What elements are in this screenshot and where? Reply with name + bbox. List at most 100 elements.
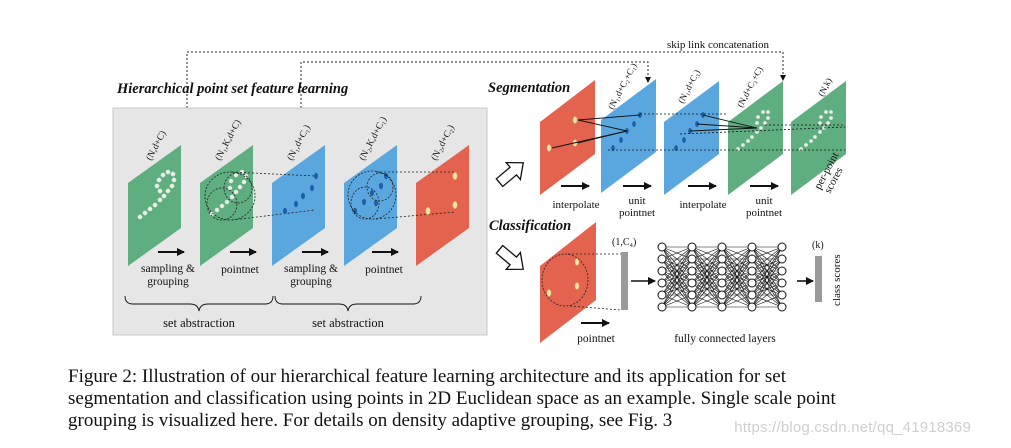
- fc-neuron: [777, 290, 787, 300]
- seg-layer-0-plane: [601, 79, 656, 193]
- hier-op-3-line1: pointnet: [365, 264, 403, 276]
- seg-layer-points-green: [736, 109, 834, 151]
- fc-neuron: [687, 290, 697, 300]
- fc-connection: [691, 294, 723, 308]
- branch-arrow-classification: [495, 244, 525, 271]
- fc-neuron: [717, 242, 727, 252]
- cls-pointnet-label: pointnet: [577, 333, 615, 345]
- fc-connection: [691, 246, 723, 296]
- fc-neuron: [687, 266, 697, 276]
- fc-connection: [721, 258, 753, 308]
- seg-layer-3-plane: [791, 81, 846, 195]
- seg-op-1-line2: pointnet: [619, 207, 655, 219]
- figure-caption: Figure 2: Illustration of our hierarchic…: [68, 366, 908, 432]
- fc-neuron: [747, 302, 757, 312]
- fc-connection: [721, 294, 753, 308]
- fc-neuron: [687, 302, 697, 312]
- fc-neuron: [777, 242, 787, 252]
- fc-neuron: [657, 302, 667, 312]
- layer-3-grouping-balls: [347, 170, 397, 220]
- segmentation-title: Segmentation: [488, 80, 570, 96]
- caption-line-1: Figure 2: Illustration of our hierarchic…: [68, 366, 787, 387]
- fc-neuron: [717, 278, 727, 288]
- fc-connection: [691, 246, 723, 272]
- fc-neuron: [777, 278, 787, 288]
- fc-connection: [751, 246, 783, 272]
- hier-op-2-line2: grouping: [290, 276, 332, 288]
- fc-connection: [691, 246, 723, 284]
- seg-layer-2-plane: [728, 81, 783, 195]
- fc-connection: [661, 270, 693, 308]
- fc-connection: [661, 246, 693, 284]
- seg-op-3-line2: pointnet: [746, 207, 782, 219]
- seg-op-3: unit pointnet: [746, 182, 782, 219]
- cls-k-label: (k): [812, 240, 824, 251]
- seg-op-1-line1: unit: [628, 195, 645, 207]
- fc-neuron: [747, 242, 757, 252]
- fc-connection: [661, 258, 693, 308]
- fc-neuron: [657, 266, 667, 276]
- fc-connection: [661, 282, 693, 308]
- fc-connection: [751, 246, 783, 260]
- fc-connection: [751, 270, 783, 308]
- cls-input-plane: [540, 222, 596, 343]
- fc-neuron: [777, 266, 787, 276]
- fc-neuron: [777, 254, 787, 264]
- fc-connection: [661, 246, 693, 272]
- fc-connection: [751, 294, 783, 308]
- fc-layers-label: fully connected layers: [674, 333, 776, 345]
- fc-neuron: [687, 278, 697, 288]
- projection-lines-2: [375, 171, 456, 220]
- fc-connection: [751, 258, 783, 308]
- fc-connection: [751, 246, 783, 284]
- fc-neuron: [657, 242, 667, 252]
- layer-0-points: [137, 169, 177, 220]
- fc-connection: [721, 246, 753, 272]
- fc-connection: [661, 246, 693, 260]
- fully-connected-network: [657, 242, 787, 312]
- seg-interpolation-lines: [551, 114, 758, 149]
- branch-arrow-segmentation: [495, 161, 525, 188]
- seg-op-0-line1: interpolate: [552, 199, 599, 211]
- fc-neuron: [717, 290, 727, 300]
- fc-connection: [721, 282, 753, 308]
- fc-connection: [751, 246, 783, 308]
- skip-link-connectors: [186, 51, 786, 108]
- seg-op-2-line1: interpolate: [679, 199, 726, 211]
- seg-layer-2: (N,d+C₃+C): [728, 65, 783, 195]
- fc-connection: [721, 270, 753, 308]
- fc-connection: [721, 246, 753, 308]
- fc-neuron: [657, 278, 667, 288]
- layer-2-points: [283, 172, 318, 215]
- caption-line-2: segmentation and classification using po…: [68, 388, 836, 409]
- hier-op-2: sampling & grouping: [284, 248, 338, 288]
- fc-neuron: [717, 254, 727, 264]
- fc-neuron: [777, 302, 787, 312]
- hier-op-1-line1: pointnet: [221, 264, 259, 276]
- cls-global-ball: [541, 253, 589, 307]
- fc-connection: [691, 258, 723, 308]
- layer-4-points: [425, 172, 458, 215]
- set-abstraction-brace-1: set abstraction: [274, 295, 422, 330]
- hier-layer-3-plane: [344, 145, 397, 266]
- fc-neuron: [747, 290, 757, 300]
- class-scores-label: class scores: [831, 254, 843, 306]
- fc-connection: [691, 246, 723, 260]
- watermark: https://blog.csdn.net/qq_41918369: [734, 419, 971, 436]
- seg-skip-dotted-lines: [608, 113, 846, 151]
- seg-op-3-line1: unit: [755, 195, 772, 207]
- cls-input-layer: [540, 222, 596, 343]
- fc-neuron: [747, 278, 757, 288]
- hier-layer-2-plane: [272, 145, 325, 266]
- fc-neuron: [747, 254, 757, 264]
- seg-layer-1-plane: [664, 81, 719, 195]
- caption-line-3: grouping is visualized here. For details…: [68, 410, 673, 431]
- fc-neuron: [687, 242, 697, 252]
- fc-neuron: [717, 302, 727, 312]
- seg-op-0: interpolate: [552, 182, 600, 211]
- seg-op-2: interpolate: [679, 182, 727, 211]
- fc-connection: [721, 246, 753, 296]
- cls-pointnet-op: pointnet: [577, 319, 616, 345]
- hier-op-0: sampling & grouping: [141, 248, 195, 288]
- seg-input-layer: [540, 80, 595, 195]
